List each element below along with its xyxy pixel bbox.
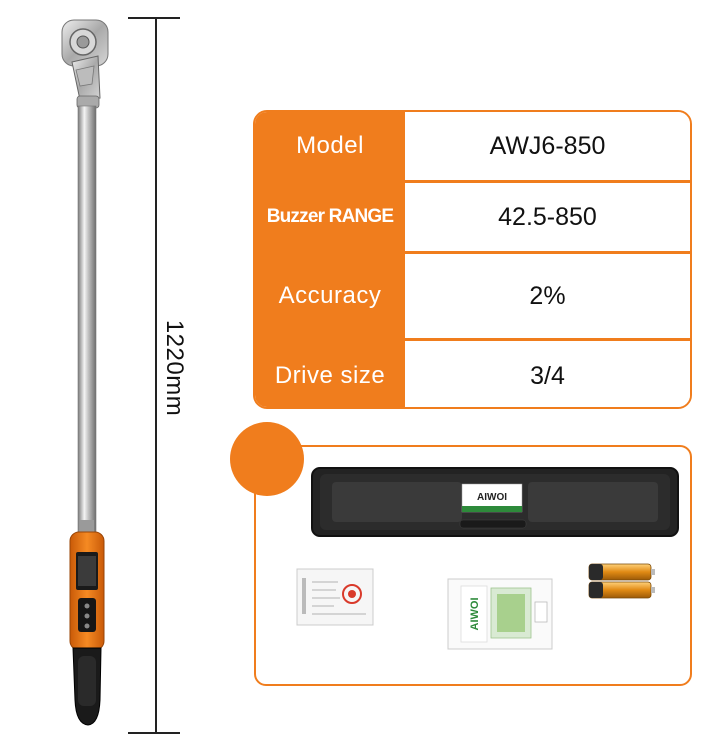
- carrying-case-image: AIWOI: [311, 467, 679, 537]
- orange-circle-decoration: [230, 422, 304, 496]
- certificate-brand-label: AIWOI: [469, 598, 481, 631]
- spec-value: 3/4: [405, 341, 690, 407]
- torque-wrench-image: [61, 19, 109, 726]
- spec-key: Model: [255, 112, 405, 180]
- row-divider: [255, 180, 690, 183]
- spec-key: Drive size: [255, 341, 405, 407]
- spec-row-accuracy: Accuracy 2%: [255, 254, 690, 338]
- spec-value: AWJ6-850: [405, 112, 690, 180]
- ratchet-head: [61, 19, 109, 109]
- digital-display-housing: [69, 531, 105, 651]
- wrench-shaft: [77, 105, 97, 537]
- spec-row-model: Model AWJ6-850: [255, 112, 690, 180]
- dimension-tick-bottom: [128, 732, 180, 734]
- row-divider: [255, 251, 690, 254]
- spec-row-drive-size: Drive size 3/4: [255, 341, 690, 407]
- certificate-card-image: AIWOI: [447, 578, 553, 650]
- spec-table: Model AWJ6-850 Buzzer RANGE 42.5-850 Acc…: [253, 110, 692, 409]
- spec-value: 42.5-850: [405, 183, 690, 251]
- spec-key: Buzzer RANGE: [255, 183, 405, 251]
- row-divider: [255, 338, 690, 341]
- spec-key: Accuracy: [255, 254, 405, 338]
- spec-value: 2%: [405, 254, 690, 338]
- batteries-image: [588, 563, 655, 599]
- dimension-line: [155, 17, 157, 733]
- case-brand-label: AIWOI: [477, 492, 507, 503]
- instruction-manual-image: [296, 568, 374, 626]
- spec-row-buzzer-range: Buzzer RANGE 42.5-850: [255, 183, 690, 251]
- length-label: 1220mm: [161, 319, 188, 417]
- dimension-tick-top: [128, 17, 180, 19]
